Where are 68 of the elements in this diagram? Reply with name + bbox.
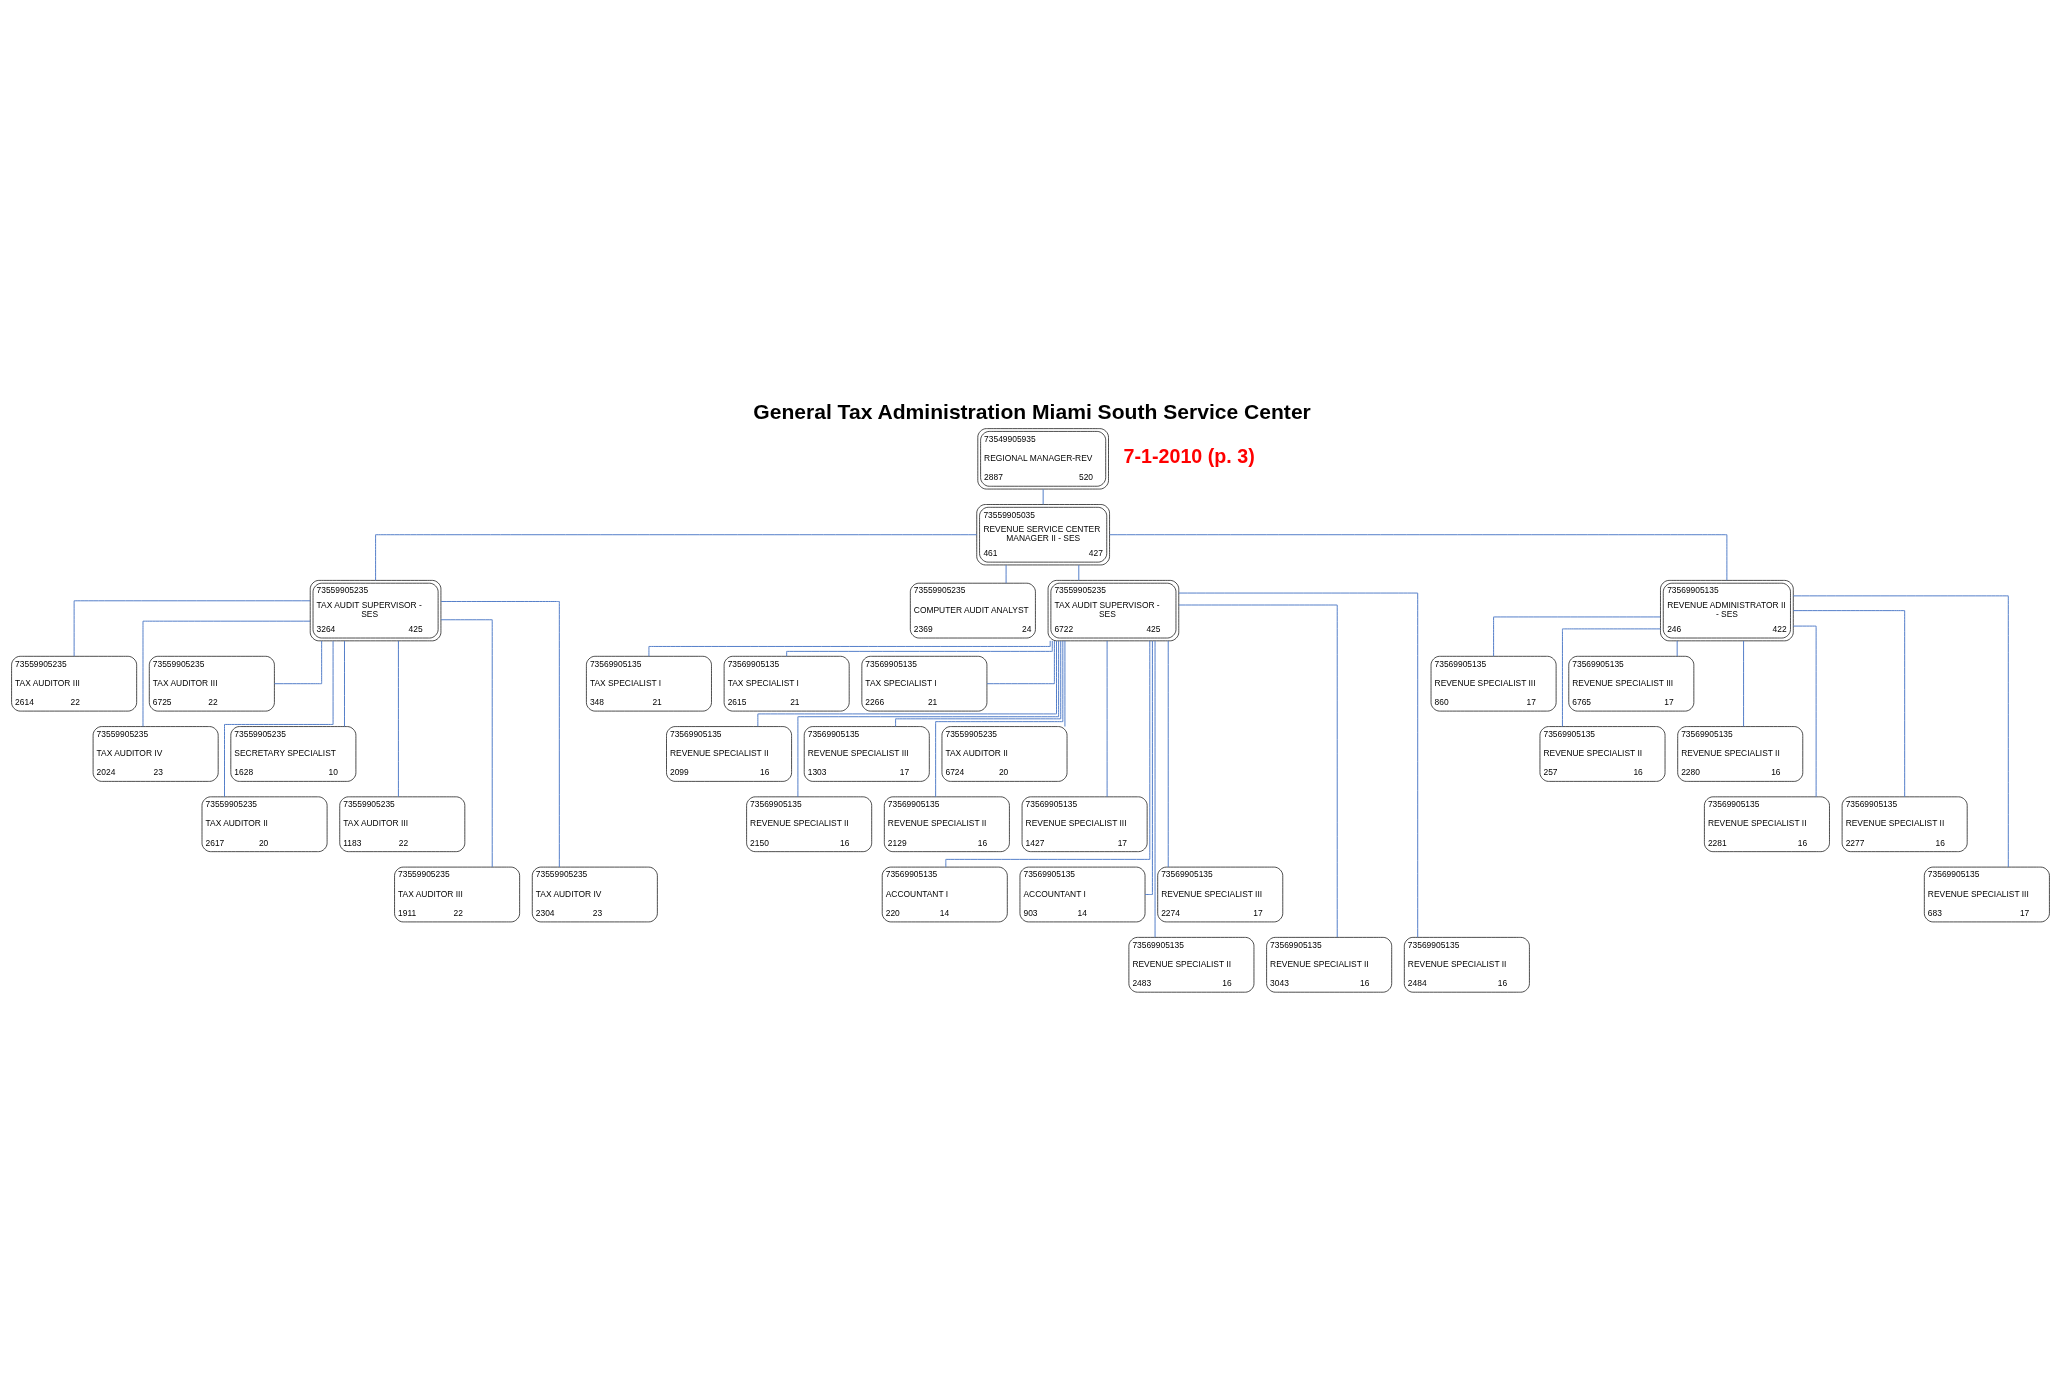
connector <box>895 640 1062 727</box>
node-box: 73569905135 REVENUE SPECIALIST II 2129 16 <box>884 796 1010 852</box>
node-box: 73559905235 TAX AUDITOR III 1183 22 <box>339 796 466 852</box>
node-box: 73559905235 TAX AUDITOR IV 2304 23 <box>531 866 658 923</box>
connector <box>1562 628 1661 727</box>
connector <box>375 534 978 581</box>
connector <box>1064 640 1066 727</box>
connector <box>344 640 345 727</box>
node-box: 73569905135 REVENUE SPECIALIST III 683 17 <box>1924 866 2050 923</box>
node-box: 73569905135 REVENUE SPECIALIST II 2277 16 <box>1841 796 1968 852</box>
connector <box>935 640 1064 798</box>
node-box: 73569905135 REVENUE SPECIALIST III 1427 17 <box>1021 796 1148 852</box>
node-box: 73559905235 TAX AUDITOR III 6725 22 <box>148 655 275 712</box>
diagram-title: General Tax Administration Miami South Service Center <box>753 399 1311 423</box>
node-box: 73569905135 REVENUE SPECIALIST II 2280 16 <box>1677 726 1804 782</box>
connector <box>1178 592 1419 938</box>
node-box: 73559905235 TAX AUDITOR IV 2024 23 <box>92 726 219 782</box>
connector <box>1792 610 1906 798</box>
connector <box>440 619 493 868</box>
node-box: 73559905235 SECRETARY SPECIALIST 1628 10 <box>230 726 357 782</box>
connector <box>397 640 399 798</box>
node-box: 73569905135 REVENUE SPECIALIST III 1303 17 <box>803 726 930 782</box>
node-box: 73559905235 TAX AUDITOR III 2614 22 <box>11 655 137 712</box>
node-box: 73569905135 REVENUE SPECIALIST II 2484 16 <box>1404 937 1530 993</box>
connector <box>1106 640 1108 798</box>
connector <box>986 640 1055 685</box>
connector <box>945 640 1151 868</box>
connector <box>1042 488 1044 505</box>
connector <box>797 640 1060 798</box>
connector <box>1676 640 1678 657</box>
connector <box>224 640 334 798</box>
connector <box>73 600 311 657</box>
node-box: 73559905235 COMPUTER AUDIT ANALYST 2369 24 <box>910 582 1036 639</box>
node-box: 73569905135 REVENUE SPECIALIST II 2099 16 <box>666 726 792 782</box>
node-box: 73569905135 REVENUE SPECIALIST III 6765 17 <box>1568 655 1695 712</box>
connector <box>1178 604 1338 938</box>
node-box: 73569905135 REVENUE SPECIALIST II 2483 16 <box>1128 937 1255 993</box>
connector <box>1743 640 1745 727</box>
connector <box>1144 640 1153 895</box>
connector <box>1167 640 1169 868</box>
node-box: 73569905135 ACCOUNTANT I 903 14 <box>1019 866 1146 923</box>
node-box: 73559905235 TAX AUDITOR II 6724 20 <box>941 726 1068 782</box>
connector <box>1792 595 2009 868</box>
node-box: 73569905135 TAX SPECIALIST I 348 21 <box>586 655 712 712</box>
node-box: 73569905135 REVENUE SPECIALIST III 860 17 <box>1430 655 1557 712</box>
connector <box>440 601 560 868</box>
node-box: 73569905135 TAX SPECIALIST I 2266 21 <box>861 655 988 712</box>
connector <box>1078 564 1080 581</box>
connector <box>1005 564 1007 584</box>
connector <box>1792 625 1817 798</box>
node-box: 73569905135 REVENUE SPECIALIST III 2274 17 <box>1157 866 1284 923</box>
node-box: 73569905135 ACCOUNTANT I 220 14 <box>881 866 1008 923</box>
node-box: 73569905135 REVENUE SPECIALIST II 3043 16 <box>1266 937 1393 993</box>
connector <box>648 640 1051 657</box>
connector <box>1493 616 1661 657</box>
connector <box>1154 640 1156 938</box>
node-box: 73569905135 REVENUE SPECIALIST II 2281 16 <box>1704 796 1830 852</box>
node-box: 73559905235 TAX AUDITOR II 2617 20 <box>201 796 328 852</box>
node-box: 73569905135 TAX SPECIALIST I 2615 21 <box>723 655 850 712</box>
label: 7-1-2010 (p. 3) <box>1123 444 1255 467</box>
connector <box>1109 534 1728 581</box>
connector <box>274 640 323 685</box>
connector <box>142 620 311 727</box>
node-box: 73569905135 REVENUE SPECIALIST II 257 16 <box>1539 726 1666 782</box>
node-box: 73569905135 REVENUE SPECIALIST II 2150 16 <box>746 796 873 852</box>
connector <box>757 640 1057 727</box>
connector <box>786 640 1053 657</box>
node-box: 73559905235 TAX AUDITOR III 1911 22 <box>394 866 520 923</box>
